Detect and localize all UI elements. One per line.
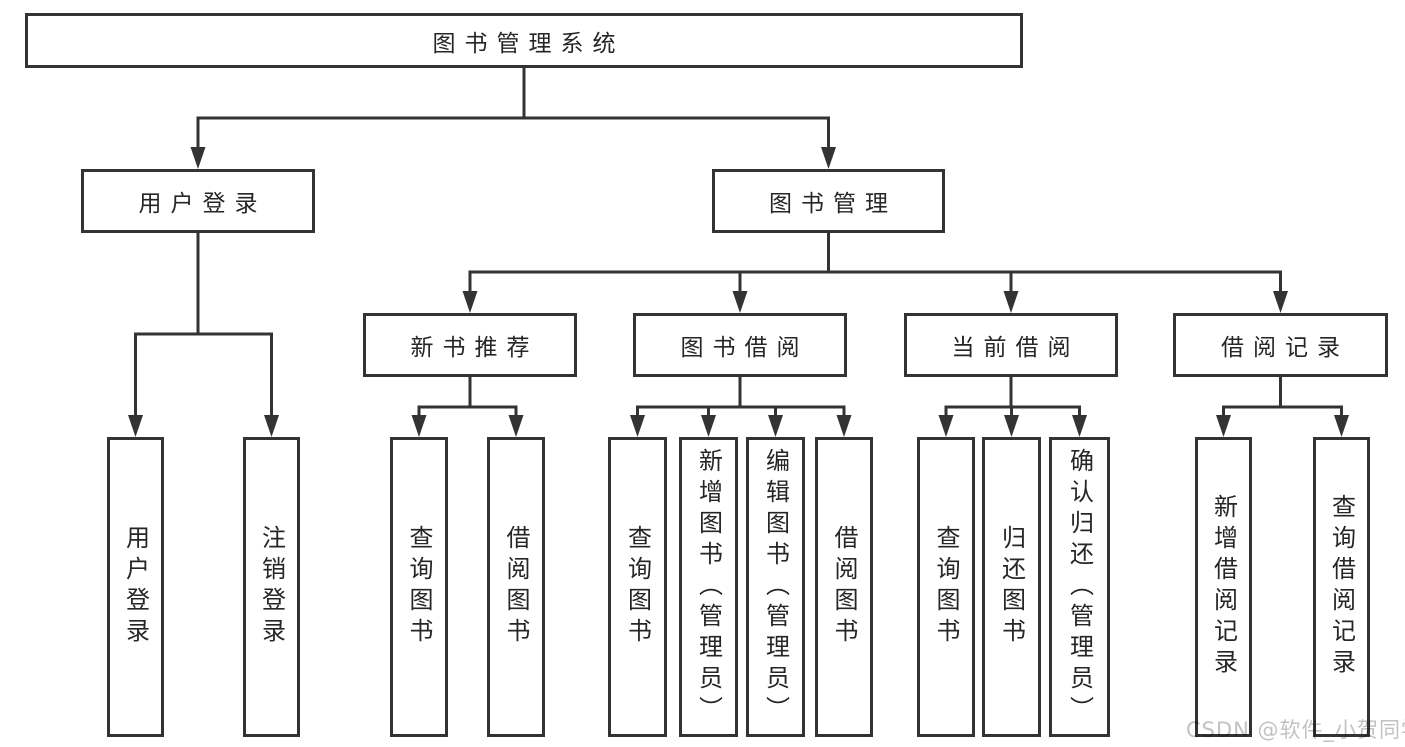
node-root: 图书管理系统 (25, 13, 1023, 68)
node-borrow-books-recommend: 借阅图书 (487, 437, 545, 737)
node-current-borrowing: 当前借阅 (904, 313, 1118, 377)
node-new-book-recommendation: 新书推荐 (363, 313, 577, 377)
connector-user-login-to-leaves (128, 233, 279, 437)
node-query-books-current: 查询图书 (917, 437, 975, 737)
node-borrow-books-leaf: 借阅图书 (815, 437, 873, 737)
node-edit-books-admin: 编辑图书（管理员） (746, 437, 805, 737)
node-add-books-admin: 新增图书（管理员） (679, 437, 738, 737)
node-query-books-borrowing: 查询图书 (608, 437, 667, 737)
node-logout-leaf: 注销登录 (243, 437, 300, 737)
connector-current-borrowing-to-leaves (938, 377, 1087, 437)
node-add-borrow-record: 新增借阅记录 (1195, 437, 1252, 737)
connector-book-borrowing-to-leaves (630, 377, 852, 437)
connector-borrowing-records-to-leaves (1216, 377, 1349, 437)
node-borrowing-records: 借阅记录 (1173, 313, 1388, 377)
node-login-leaf: 用户登录 (107, 437, 164, 737)
connector-root-to-level2 (190, 68, 836, 169)
csdn-watermark: CSDN @软件_小贺同学 (1186, 718, 1405, 742)
node-user-login: 用户登录 (81, 169, 315, 233)
node-return-books: 归还图书 (982, 437, 1041, 737)
node-query-borrow-record: 查询借阅记录 (1313, 437, 1370, 737)
node-confirm-return-admin: 确认归还（管理员） (1049, 437, 1110, 737)
connector-new-book-to-leaves (411, 377, 524, 437)
node-book-management: 图书管理 (712, 169, 945, 233)
node-query-books-recommend: 查询图书 (390, 437, 448, 737)
node-book-borrowing: 图书借阅 (633, 313, 847, 377)
connector-book-management-to-level3 (462, 233, 1288, 313)
